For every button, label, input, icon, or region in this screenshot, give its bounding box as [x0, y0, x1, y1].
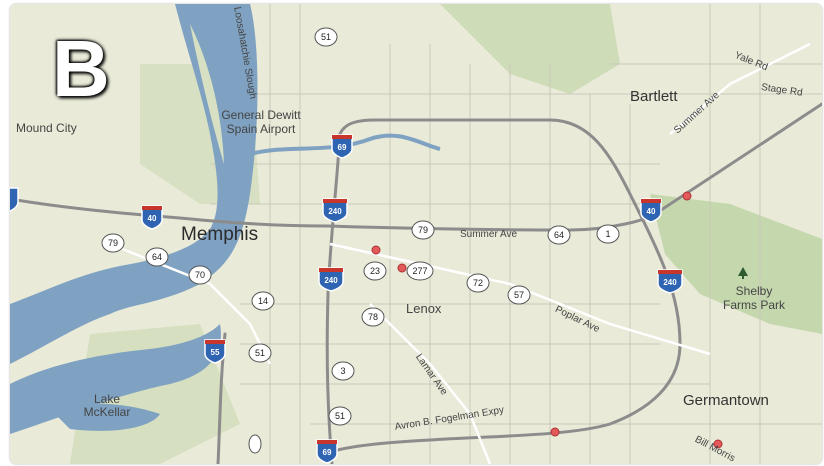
- interstate-shield-edge: [10, 187, 19, 212]
- shield-label: 40: [148, 214, 157, 223]
- svg-text:57: 57: [514, 290, 524, 300]
- route-shield: [248, 434, 262, 454]
- route-shield: 79: [411, 220, 435, 240]
- poi-marker: [371, 245, 381, 255]
- svg-text:277: 277: [412, 266, 427, 276]
- svg-text:51: 51: [335, 411, 345, 421]
- svg-text:51: 51: [321, 32, 331, 42]
- route-shield: 79: [101, 233, 125, 253]
- svg-text:14: 14: [258, 296, 268, 306]
- wolf-river: [249, 133, 441, 156]
- city-label-bartlett: Bartlett: [630, 88, 678, 105]
- route-shield: 57: [507, 285, 531, 305]
- city-label-mound-city: Mound City: [16, 121, 77, 135]
- shield-label: 240: [328, 207, 342, 216]
- interstate-shield[interactable]: 40: [640, 198, 662, 223]
- shield-label: 240: [324, 276, 338, 285]
- svg-text:64: 64: [152, 252, 162, 262]
- route-shields: 51 79 64 70 14 78 51 3 51 79 64 1 72 57 …: [101, 27, 620, 454]
- interstate-shield[interactable]: 40: [141, 205, 163, 230]
- route-shield: 64: [145, 247, 169, 267]
- green-area-north: [440, 4, 620, 94]
- route-shield: 51: [314, 27, 338, 47]
- svg-text:79: 79: [108, 238, 118, 248]
- svg-text:78: 78: [368, 312, 378, 322]
- route-shield: 64: [547, 225, 571, 245]
- shelby-farms-park: [650, 194, 822, 334]
- interstate-shield[interactable]: 240: [318, 267, 344, 292]
- route-shield: 78: [361, 307, 385, 327]
- svg-text:1: 1: [605, 229, 610, 239]
- svg-text:3: 3: [340, 366, 345, 376]
- poi-markers: [371, 191, 723, 449]
- route-shield: 51: [248, 343, 272, 363]
- svg-text:70: 70: [195, 270, 205, 280]
- airport-label: General Dewitt Spain Airport: [221, 108, 301, 136]
- interstate-shield[interactable]: 240: [657, 269, 683, 294]
- street-label-summer-ave: Summer Ave: [460, 229, 518, 240]
- shield-label: 55: [211, 348, 220, 357]
- svg-text:51: 51: [255, 348, 265, 358]
- shield-label: 69: [338, 143, 347, 152]
- panel-label: B: [52, 24, 110, 113]
- interstate-shield[interactable]: 69: [316, 439, 338, 464]
- lake-mckellar-water: [50, 403, 160, 431]
- poi-marker: [550, 427, 560, 437]
- svg-text:79: 79: [418, 225, 428, 235]
- street-grid: [210, 4, 822, 464]
- route-shield: 277: [406, 261, 434, 281]
- shield-label: 69: [323, 448, 332, 457]
- route-shield: 70: [188, 265, 212, 285]
- interstate-shield[interactable]: 240: [322, 198, 348, 223]
- shield-label: 240: [663, 278, 677, 287]
- map-canvas[interactable]: 69 240 40 240 40 240: [10, 4, 822, 464]
- svg-text:72: 72: [473, 278, 483, 288]
- map-frame[interactable]: 69 240 40 240 40 240: [10, 4, 822, 464]
- interstate-shield[interactable]: 69: [331, 134, 353, 159]
- svg-text:64: 64: [554, 230, 564, 240]
- poi-marker: [713, 439, 723, 449]
- park-label: Shelby Farms Park: [722, 284, 785, 312]
- river-island: [190, 24, 224, 164]
- svg-text:23: 23: [370, 266, 380, 276]
- lake-label: Lake McKellar: [83, 392, 131, 419]
- shield-label: 40: [647, 207, 656, 216]
- interstate-shield[interactable]: 55: [204, 339, 226, 364]
- poi-marker: [397, 263, 407, 273]
- route-shield: 72: [466, 273, 490, 293]
- route-shield: 14: [251, 291, 275, 311]
- park-tree-icon: [738, 267, 748, 279]
- route-shield: 1: [596, 224, 620, 244]
- city-label-lenox: Lenox: [406, 301, 442, 316]
- city-label-germantown: Germantown: [683, 392, 769, 409]
- city-label-memphis: Memphis: [181, 224, 259, 245]
- route-shield: 3: [331, 361, 355, 381]
- route-shield: 51: [328, 406, 352, 426]
- route-shield: 23: [363, 261, 387, 281]
- poi-marker: [682, 191, 692, 201]
